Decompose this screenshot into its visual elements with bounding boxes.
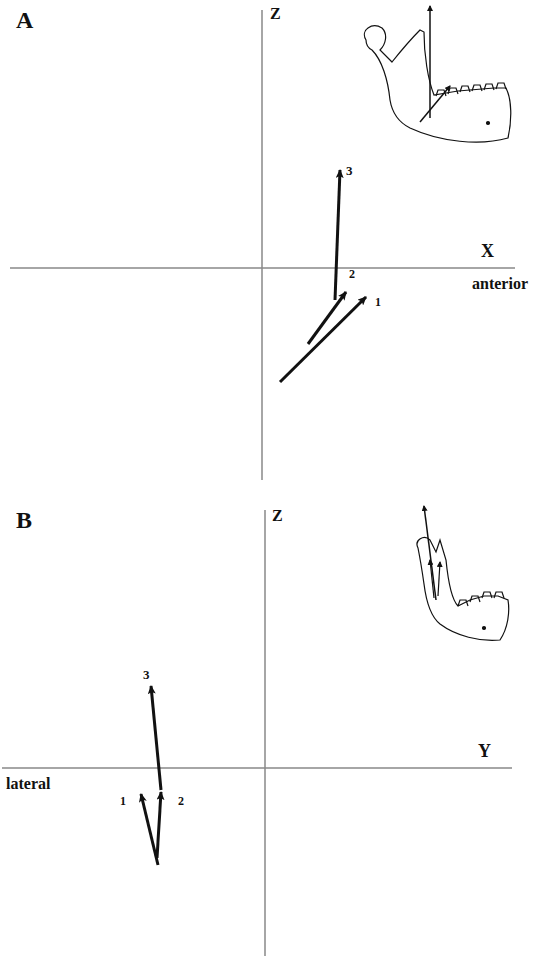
force-vectors xyxy=(141,686,161,865)
axis-lines xyxy=(2,510,512,956)
axis-label: Y xyxy=(478,742,491,760)
axis-label: X xyxy=(481,242,494,260)
callout-number: 3 xyxy=(346,164,353,177)
direction-label: lateral xyxy=(6,776,50,792)
callout-number: 2 xyxy=(349,268,355,280)
panel-letter: B xyxy=(16,508,32,532)
axis-label: Z xyxy=(272,508,283,524)
callout-number: 2 xyxy=(178,795,184,807)
mandible-illustration xyxy=(364,6,510,142)
force-vectors xyxy=(280,170,366,382)
direction-label: anterior xyxy=(472,276,528,292)
panel-letter: A xyxy=(16,8,33,32)
axis-lines xyxy=(10,10,515,480)
axis-label: Z xyxy=(270,6,281,22)
callout-number: 1 xyxy=(120,795,126,807)
callout-number: 1 xyxy=(375,296,381,308)
mandible-illustration xyxy=(417,506,509,640)
callout-number: 3 xyxy=(143,668,150,681)
